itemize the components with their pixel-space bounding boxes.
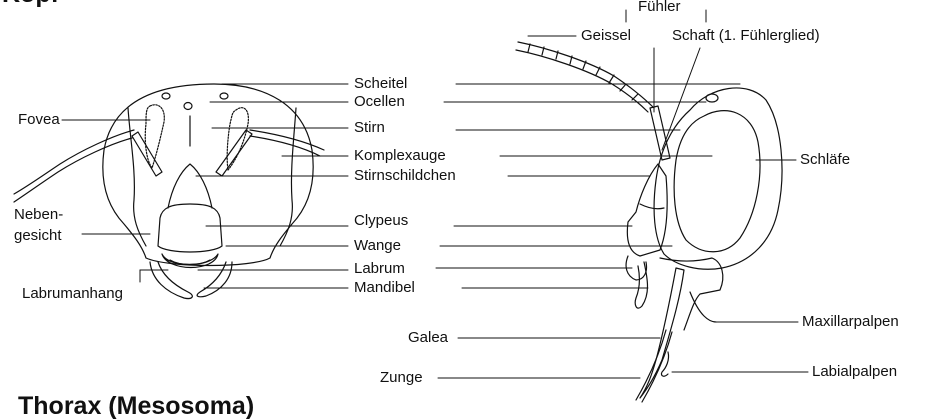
right-fovea [227,108,248,170]
label-fuehler: Fühler [638,0,681,16]
left-flagellum [14,138,132,202]
label-nebengesicht-line2: gesicht [14,227,62,245]
lateral-clypeus [627,164,667,256]
section-heading-thorax: Thorax (Mesosoma) [18,392,254,420]
label-fovea: Fovea [18,111,60,129]
clypeus-outline [158,204,222,252]
label-zunge: Zunge [380,369,423,387]
label-scheitel: Scheitel [354,75,407,93]
supraclypeal-area [168,164,212,208]
median-ocellus [184,103,192,110]
lateral-mandible [635,262,647,308]
label-labialpalpen: Labialpalpen [812,363,897,381]
lateral-compound-eye [674,111,760,252]
right-compound-eye-inner-margin [280,108,296,246]
side-view-head [516,42,782,402]
lateral-ocellus [706,94,718,102]
label-labrumanhang: Labrumanhang [22,285,123,303]
wasp-head-diagram: Kopf Thorax (Mesosoma) Fühler Geissel Sc… [0,0,946,408]
lateral-scape [650,106,670,160]
section-heading-head: Kopf [2,0,59,8]
label-nebengesicht-line1: Neben- [14,206,63,224]
label-maxillarpalpen: Maxillarpalpen [802,313,899,331]
left-ocellus [162,93,170,99]
label-komplexauge: Komplexauge [354,147,446,165]
flagellum-segments [528,44,638,100]
maxillary-palp [690,292,716,322]
label-schaft: Schaft (1. Fühlerglied) [672,27,820,45]
left-fovea [145,105,164,168]
labial-palp [661,352,668,376]
right-scape [216,130,252,176]
leader-lines [62,10,808,378]
label-labrum: Labrum [354,260,405,278]
lateral-head-capsule [654,88,782,269]
label-geissel: Geissel [581,27,631,45]
label-galea: Galea [408,329,448,347]
label-clypeus: Clypeus [354,212,408,230]
label-stirnschildchen: Stirnschildchen [354,167,456,185]
diagram-drawing [0,0,946,408]
label-stirn: Stirn [354,119,385,137]
front-view-head [14,84,324,299]
left-compound-eye-inner-margin [128,108,146,246]
label-ocellen: Ocellen [354,93,405,111]
right-mandible [197,262,232,297]
label-wange: Wange [354,237,401,255]
label-mandibel: Mandibel [354,279,415,297]
label-schlaefe: Schläfe [800,151,850,169]
right-ocellus [220,93,228,99]
